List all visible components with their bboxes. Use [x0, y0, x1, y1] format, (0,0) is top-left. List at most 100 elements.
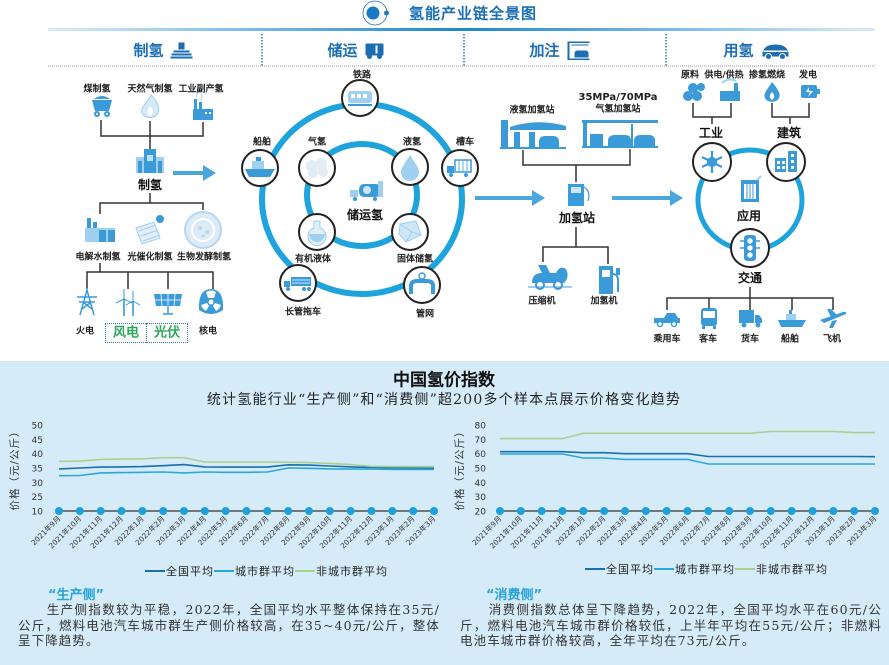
series-line-1	[58, 467, 434, 477]
vehicle-label-car: 乘用车	[653, 334, 681, 345]
section-label: 加注	[529, 41, 560, 60]
node-organic-liquid	[298, 213, 336, 251]
flame-icon	[141, 94, 160, 118]
x-axis-marker	[96, 507, 105, 515]
section-header-application: 用氢	[723, 40, 790, 61]
power-label-nuclear: 核电	[198, 326, 218, 337]
y-axis-title: 价格（元/公斤）	[453, 425, 466, 510]
pipeline-icon	[409, 272, 435, 294]
raw-material-icon	[683, 83, 705, 101]
y-tick-label: 80	[475, 422, 487, 432]
production-hub-label: 制氢	[137, 178, 163, 192]
use-label-combustion: 掺氢燃烧	[748, 70, 786, 81]
x-axis-marker	[138, 507, 147, 515]
x-axis-marker	[367, 507, 376, 515]
legend-swatch	[735, 568, 755, 570]
x-axis-marker	[641, 507, 650, 515]
node-transport	[730, 228, 770, 268]
power-label-solar: 光伏	[153, 325, 181, 341]
section-header-production: 制氢	[133, 40, 193, 61]
legend-label: 非城市群平均	[756, 563, 828, 576]
flow-arrow-icon	[173, 165, 216, 181]
renewable-highlight-divider	[146, 323, 147, 343]
y-tick-label: 60	[475, 450, 487, 460]
flask-icon	[307, 220, 327, 246]
node-industry	[692, 142, 732, 182]
x-axis-marker	[284, 507, 293, 515]
cargo-truck-icon	[739, 310, 762, 328]
x-axis-marker	[75, 507, 84, 515]
x-axis-marker	[263, 507, 272, 515]
gas-hydrogen-station-icon	[582, 120, 658, 148]
nuclear-icon	[198, 289, 224, 314]
legend-label: 城市群平均	[235, 565, 295, 578]
pickup-truck-icon	[654, 313, 680, 328]
x-axis-marker	[388, 507, 397, 515]
application-icon	[741, 175, 762, 202]
storage-label-ship: 船舶	[252, 137, 272, 148]
section-label: 用氢	[723, 41, 754, 60]
hydrogen-production-icon	[170, 42, 193, 58]
node-tube-trailer	[279, 264, 317, 302]
solid-storage-icon	[398, 220, 422, 243]
x-axis-marker	[787, 507, 796, 515]
storage-label-solid: 固体储氢	[396, 254, 434, 265]
ship-icon	[245, 157, 275, 177]
airplane-icon	[820, 309, 847, 328]
y-tick-label: 35	[32, 465, 43, 475]
wind-turbine-icon	[115, 289, 141, 316]
photocatalysis-panel-icon	[135, 215, 164, 245]
liquid-drop-icon	[401, 155, 419, 181]
node-rail	[341, 79, 379, 117]
note-heading-production: “生产侧”	[48, 588, 105, 603]
x-axis-marker	[496, 507, 504, 515]
station-label-gas: 气氢加氢站	[595, 104, 641, 115]
section-label: 制氢	[133, 41, 164, 60]
series-line-2	[500, 430, 875, 440]
node-tanker-truck	[441, 149, 479, 187]
bus-icon	[701, 308, 717, 329]
boat-icon	[778, 310, 806, 327]
source-label-industrial-byproduct: 工业副产氢	[178, 84, 224, 95]
vehicle-label-bus: 客车	[698, 334, 718, 345]
use-label-power-heat: 供电/供热	[704, 70, 744, 81]
page-title: 氢能产业链全景图	[408, 4, 538, 23]
legend-label: 城市群平均	[675, 563, 735, 576]
y-tick-label: 70	[475, 436, 487, 446]
section-header-storage: 储运	[327, 40, 384, 61]
train-icon	[348, 91, 372, 106]
x-axis-marker	[600, 507, 609, 515]
x-axis-marker	[704, 507, 713, 515]
tanker-truck-icon	[447, 159, 472, 177]
production-side-chart: 价格（元/公斤）102530354045502021年9月2021年10月202…	[8, 422, 438, 550]
series-line-0	[500, 450, 876, 458]
group-label-industry: 工业	[698, 126, 724, 140]
application-center-label: 应用	[736, 209, 762, 223]
factory-icon	[193, 90, 213, 120]
car-icon	[762, 44, 789, 59]
x-axis-marker	[808, 507, 817, 515]
note-heading-consumption: “消费侧”	[486, 588, 543, 603]
storage-center-label: 储运氢	[346, 208, 384, 222]
x-axis-marker	[117, 507, 126, 515]
method-label-electrolysis: 电解水制氢	[75, 252, 121, 263]
power-label-wind: 风电	[112, 325, 140, 341]
node-pipeline	[403, 266, 441, 304]
refueling-hub-label: 加氢站	[558, 211, 596, 225]
flow-arrow-icon	[475, 190, 545, 206]
series-line-2	[58, 456, 434, 468]
header-divider-line	[48, 28, 875, 31]
y-tick-label: 40	[32, 450, 44, 460]
y-tick-label: 10	[32, 508, 44, 518]
x-axis-marker	[829, 507, 838, 515]
section-header-refueling: 加注	[529, 40, 590, 61]
x-axis-marker	[850, 507, 859, 515]
x-axis-marker	[662, 507, 671, 515]
logo-orbit-icon	[362, 0, 389, 26]
use-label-power-generation: 发电	[798, 70, 818, 81]
legend-swatch	[654, 568, 674, 570]
x-axis-marker	[516, 507, 525, 515]
storage-label-tube-trailer: 长管拖车	[284, 307, 322, 318]
liquid-hydrogen-station-icon	[500, 120, 566, 149]
